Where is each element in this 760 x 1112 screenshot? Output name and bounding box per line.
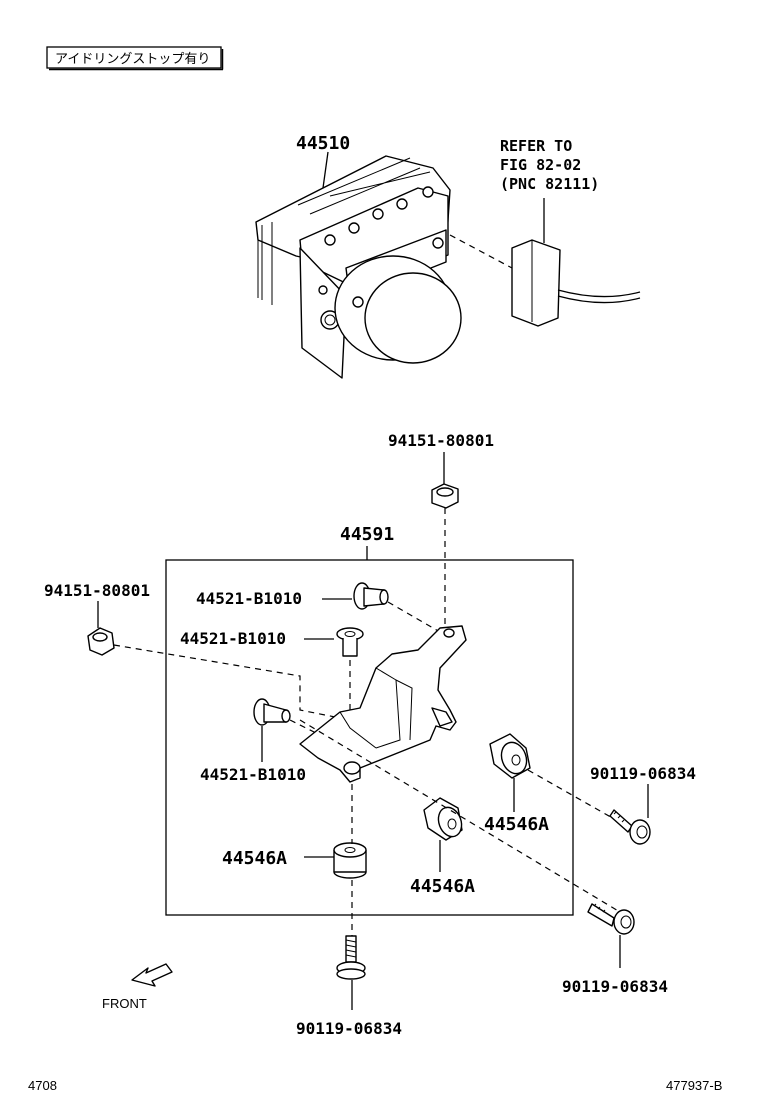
collar-3 xyxy=(253,698,291,726)
flange-nut-left xyxy=(87,627,115,656)
refer-line-2: FIG 82-02 xyxy=(500,156,581,174)
abs-actuator-drawing xyxy=(255,151,462,379)
bolt-right-bottom xyxy=(587,903,635,935)
bracket-drawing xyxy=(299,625,467,783)
cushion-left-label: 44546A xyxy=(222,848,287,869)
cushion-right xyxy=(489,733,531,779)
refer-line-1: REFER TO xyxy=(500,137,572,155)
cushion-left xyxy=(333,842,367,879)
bracket-group-box xyxy=(165,559,574,916)
front-arrow-icon xyxy=(131,963,173,987)
collar-2 xyxy=(336,627,364,657)
bolt-bottom-label: 90119-06834 xyxy=(296,1019,402,1038)
cushion-center-label: 44546A xyxy=(410,876,475,897)
condition-label: アイドリングストップ有り xyxy=(55,51,210,66)
collar-3-label: 44521-B1010 xyxy=(200,765,306,784)
cushion-right-label: 44546A xyxy=(484,814,549,835)
actuator-label: 44510 xyxy=(296,133,350,154)
connector-drawing xyxy=(449,198,641,327)
bolt-right-top xyxy=(609,809,651,845)
bolt-bottom xyxy=(336,935,366,980)
refer-line-3: (PNC 82111) xyxy=(500,175,599,193)
cushion-center xyxy=(423,797,463,841)
nut-top-label: 94151-80801 xyxy=(388,431,494,450)
front-label: FRONT xyxy=(102,996,147,1011)
bracket-label: 44591 xyxy=(340,524,394,545)
bolt-right-bottom-label: 90119-06834 xyxy=(562,977,668,996)
nut-left-label: 94151-80801 xyxy=(44,581,150,600)
bolt-right-top-label: 90119-06834 xyxy=(590,764,696,783)
condition-box: アイドリングストップ有り xyxy=(46,46,224,71)
footer-left: 4708 xyxy=(28,1078,57,1093)
collar-1-label: 44521-B1010 xyxy=(196,589,302,608)
collar-2-label: 44521-B1010 xyxy=(180,629,286,648)
footer-right: 477937-B xyxy=(666,1078,722,1093)
collar-1 xyxy=(353,582,389,610)
flange-nut-top xyxy=(431,483,459,509)
